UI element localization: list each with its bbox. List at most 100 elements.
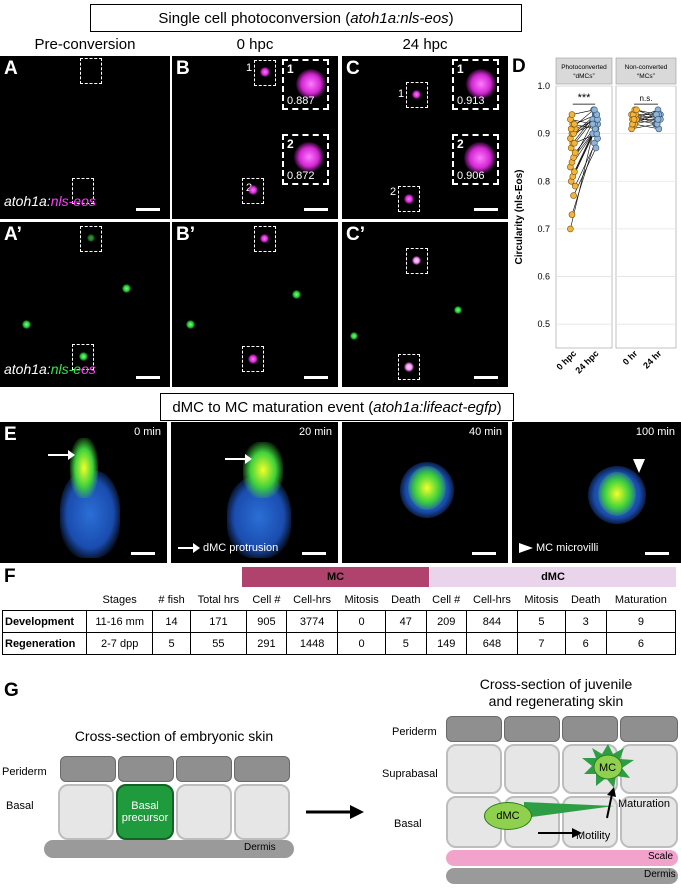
- roi-box: [80, 226, 102, 252]
- facet-strip: [555, 57, 613, 85]
- x-tick-label: 0 hr: [621, 348, 640, 367]
- table-header: # fish: [158, 593, 185, 606]
- panel-label-a: A: [4, 58, 18, 79]
- data-point: [568, 111, 576, 118]
- panel-label-c: C: [346, 58, 360, 79]
- left-diagram-title: Cross-section of embryonic skin: [74, 728, 274, 744]
- table-header: Total hrs: [197, 593, 240, 606]
- data-point: [571, 149, 579, 156]
- y-tick-label: 0.5: [537, 319, 550, 329]
- label-periderm-left: Periderm: [2, 766, 47, 778]
- right-diagram-title-1: Cross-section of juvenile: [479, 676, 633, 692]
- gene-label-merge: atoh1a:nls-eos: [4, 361, 96, 377]
- significance-label: n.s.: [640, 94, 653, 103]
- label-dermis-right: Dermis: [644, 869, 676, 880]
- paired-line: [570, 119, 593, 125]
- top-title-prefix: Single cell photoconversion (: [158, 9, 351, 27]
- legend-arrowhead-icon: [519, 543, 533, 553]
- basal-cell: [620, 796, 678, 848]
- y-axis-label: Circularity (nls-Eos): [514, 169, 525, 264]
- roi-box: [242, 346, 264, 372]
- panel-label-f: F: [4, 566, 16, 587]
- cell-signal: [260, 67, 270, 77]
- label-basal-left: Basal: [6, 800, 34, 812]
- roi-box: [72, 344, 94, 370]
- scale-bar: [302, 552, 326, 555]
- facet-title: “dMCs”: [573, 73, 594, 80]
- panel-e-frame-40: 40 min: [342, 422, 508, 563]
- label-suprabasal: Suprabasal: [382, 768, 438, 780]
- inset-number: 1: [287, 62, 294, 76]
- facet-title: “MCs”: [637, 73, 655, 80]
- periderm-cell: [446, 716, 502, 742]
- panel-label-b: B: [176, 58, 190, 79]
- panel-label-g: G: [4, 680, 19, 701]
- table-header: Mitosis: [344, 593, 379, 606]
- scale-bar: [474, 376, 498, 379]
- paired-line: [634, 123, 659, 130]
- data-point: [571, 120, 578, 128]
- y-tick-label: 0.7: [537, 224, 550, 234]
- table-row-label: Development: [2, 610, 87, 633]
- data-point: [571, 168, 578, 176]
- roi-box: [242, 178, 264, 204]
- inset-value: 0.913: [457, 95, 485, 107]
- y-tick-label: 0.9: [537, 129, 550, 139]
- table-row: Regeneration 2-7 dpp 5 55 291 1448 0 5 1…: [2, 632, 677, 655]
- inset-b-2: 2 0.872: [282, 134, 329, 185]
- column-header-24hpc: 24 hpc: [402, 36, 448, 53]
- data-point: [591, 106, 598, 114]
- table-header: Cell #: [432, 593, 461, 606]
- scale-bar: [472, 552, 496, 555]
- inset-value: 0.887: [287, 95, 315, 107]
- dermis-layer: [446, 868, 678, 884]
- panel-e-frame-100: 100 min MC microvilli: [512, 422, 681, 563]
- inset-c-2: 2 0.906: [452, 134, 499, 185]
- panel-a2-image: A’ atoh1a:nls-eos: [0, 222, 170, 387]
- column-header-pre: Pre-conversion: [34, 36, 136, 53]
- column-header-0hpc: 0 hpc: [236, 36, 274, 53]
- table-row-label: Regeneration: [2, 632, 87, 655]
- data-point: [633, 106, 640, 114]
- suprabasal-cell: [620, 744, 678, 794]
- circularity-chart: Circularity (nls-Eos)1.00.90.80.70.60.5P…: [514, 57, 677, 376]
- panel-label-c2: C’: [346, 224, 365, 245]
- periderm-cell: [60, 756, 116, 782]
- cell-signal: [248, 354, 258, 364]
- frame-time: 20 min: [298, 426, 332, 438]
- basal-cell: [176, 784, 232, 840]
- data-point: [570, 192, 577, 199]
- roi-box: [254, 226, 276, 252]
- label-periderm-right: Periderm: [392, 726, 437, 738]
- table-header: Maturation: [614, 593, 667, 606]
- periderm-cell: [620, 716, 678, 742]
- legend-arrow-icon: [178, 543, 200, 553]
- dmc-cell-diagram: dMC: [484, 802, 532, 830]
- cell-signal: [22, 320, 31, 329]
- basal-cell: [58, 784, 114, 840]
- table-group-mc: MC: [242, 567, 429, 587]
- panel-e-frame-0: E 0 min: [0, 422, 167, 563]
- frame-time: 40 min: [468, 426, 502, 438]
- table-header: Death: [391, 593, 421, 606]
- label-scale: Scale: [648, 851, 674, 862]
- data-point: [592, 144, 600, 152]
- label-dermis-left: Dermis: [244, 842, 276, 853]
- scale-bar: [131, 552, 155, 555]
- panel-label-b2: B’: [176, 224, 195, 245]
- panel-label-e: E: [4, 424, 17, 445]
- facet-strip: [615, 57, 677, 85]
- panel-c2-image: C’: [342, 222, 508, 387]
- label-maturation: Maturation: [618, 798, 670, 810]
- top-title-suffix: ): [448, 9, 454, 27]
- roi-label-2: 2: [390, 186, 397, 198]
- gene-label-magenta: atoh1a:nls-eos: [4, 193, 96, 209]
- table-header: Mitosis: [524, 593, 559, 606]
- maturation-arrow-icon: [606, 787, 616, 819]
- significance-label: ***: [578, 92, 592, 104]
- facet-title: Non-converted: [625, 64, 668, 71]
- data-point: [568, 211, 576, 218]
- panel-e-frame-20: 20 min dMC protrusion: [171, 422, 338, 563]
- cell-signal: [248, 185, 258, 195]
- roi-label-1: 1: [398, 88, 405, 100]
